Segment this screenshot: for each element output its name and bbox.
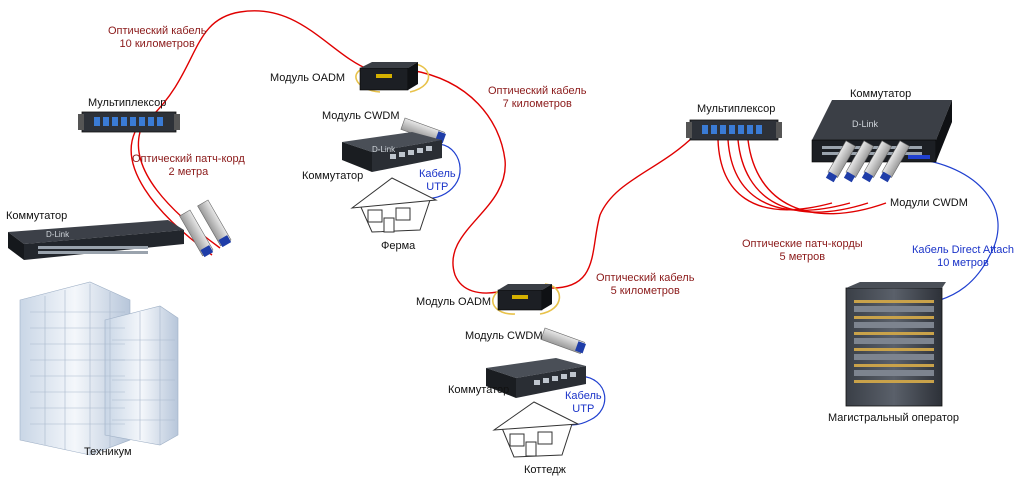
cwdm-bottom-label: Модуль CWDM: [465, 330, 543, 342]
operator-label: Магистральный оператор: [828, 412, 960, 424]
fiber-patch-cord-5m-4: [747, 139, 887, 215]
switch-farm-brand: D-Link: [372, 145, 396, 154]
switch-right-label: Коммутатор: [850, 88, 912, 100]
switch-left-label: Коммутатор: [6, 210, 68, 222]
multiplexer-right: [686, 119, 782, 141]
switch-cottage: [486, 358, 586, 398]
college-building: [19, 281, 179, 456]
fiber-patch-cord-2m-a: [130, 131, 213, 256]
multiplexer-left: [78, 111, 180, 133]
direct-attach-cable: [909, 157, 999, 301]
cwdm-module-bottom: [540, 327, 587, 355]
mux-left-label: Мультиплексор: [88, 97, 167, 109]
fiber-cable-7km: [409, 69, 506, 294]
college-label: Техникум: [84, 446, 132, 458]
oadm-bottom-label: Модуль OADM: [416, 296, 492, 308]
fiber-cable-10km: [149, 10, 371, 119]
cwdm-top-label: Модуль CWDM: [322, 110, 400, 122]
cwdm-modules-right: [825, 140, 910, 183]
farm-label: Ферма: [381, 240, 416, 252]
switch-farm-label: Коммутатор: [302, 170, 364, 182]
cottage-label: Коттедж: [524, 464, 566, 476]
switch-cottage-label: Коммутатор: [448, 384, 510, 396]
operator-rack: [845, 282, 946, 407]
fiber-patch-cord-5m-1: [717, 139, 833, 211]
oadm-module-bottom: [497, 284, 552, 311]
switch-left: [8, 220, 184, 260]
oadm-top-label: Модуль OADM: [270, 72, 346, 84]
switch-farm: [342, 132, 442, 172]
fiber-cable-5km: [547, 134, 696, 289]
fiber-patch-cord-5m-2: [727, 139, 851, 211]
cwdm-modules-label: Модули CWDM: [890, 197, 968, 209]
sfp-modules-left: [179, 199, 232, 258]
cottage-house: [492, 401, 580, 458]
switch-right-brand: D-Link: [852, 119, 879, 129]
switch-left-brand: D-Link: [46, 230, 70, 239]
oadm-module-top: [359, 62, 418, 91]
mux-right-label: Мультиплексор: [697, 103, 776, 115]
farm-house: [350, 177, 438, 233]
fiber-patch-cord-5m-3: [737, 139, 869, 213]
